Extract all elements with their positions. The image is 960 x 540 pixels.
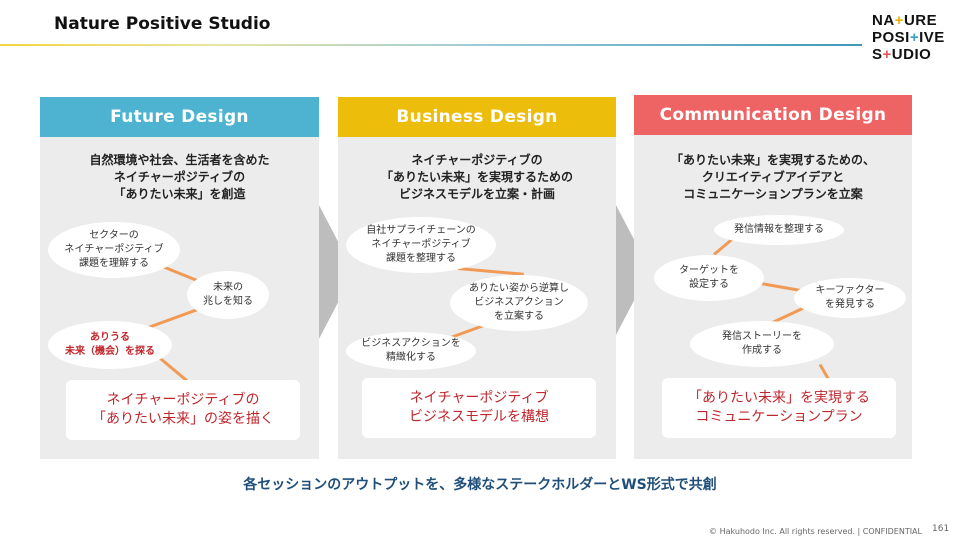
panel-description-text: 「ありたい未来」を実現するための、 クリエイティブアイデアと コミュニケーション…: [670, 153, 875, 201]
arrow-right-icon: [606, 186, 650, 354]
step-bubble: 未来の 兆しを知る: [187, 271, 269, 319]
copyright-notice: © Hakuhodo Inc. All rights reserved. | C…: [709, 527, 922, 536]
future-design-panel: Future Design 自然環境や社会、生活者を含めた ネイチャーポジティブ…: [40, 97, 319, 459]
panel-title: Communication Design: [634, 95, 912, 135]
business-design-panel: Business Design ネイチャーポジティブの 「ありたい未来」を実現す…: [338, 97, 616, 459]
step-bubble: キーファクター を発見する: [794, 278, 906, 318]
page-number: 161: [932, 524, 950, 534]
arrow-right-icon: [310, 188, 354, 356]
page-title: Nature Positive Studio: [54, 14, 271, 34]
step-bubble: 発信ストーリーを 作成する: [690, 321, 834, 367]
panel-title: Future Design: [40, 97, 319, 137]
step-bubble: 自社サプライチェーンの ネイチャーポジティブ 課題を整理する: [346, 217, 496, 273]
panel-description-text: 自然環境や社会、生活者を含めた ネイチャーポジティブの 「ありたい未来」を創造: [89, 153, 270, 201]
panel-description-text: ネイチャーポジティブの 「ありたい未来」を実現するための ビジネスモデルを立案・…: [380, 153, 573, 201]
panel-description: 「ありたい未来」を実現するための、 クリエイティブアイデアと コミュニケーション…: [634, 152, 912, 203]
step-bubble: ありうる 未来（機会）を探る: [48, 321, 172, 369]
panel-description: 自然環境や社会、生活者を含めた ネイチャーポジティブの 「ありたい未来」を創造: [40, 152, 319, 203]
output-box: ネイチャーポジティブの 「ありたい未来」の姿を描く: [66, 380, 300, 440]
output-box: ネイチャーポジティブ ビジネスモデルを構想: [362, 378, 596, 438]
step-bubble: ターゲットを 設定する: [654, 255, 764, 301]
header-divider: [0, 44, 862, 46]
step-bubble: ビジネスアクションを 精緻化する: [346, 332, 476, 370]
panel-title: Business Design: [338, 97, 616, 137]
output-box: 「ありたい未来」を実現する コミュニケーションプラン: [662, 378, 896, 438]
summary-message: 各セッションのアウトプットを、多様なステークホルダーとWS形式で共創: [243, 477, 717, 493]
step-bubble: ありたい姿から逆算し ビジネスアクション を立案する: [450, 275, 588, 331]
communication-design-panel: Communication Design 「ありたい未来」を実現するための、 ク…: [634, 95, 912, 459]
step-bubble: 発信情報を整理する: [714, 215, 844, 245]
panel-description: ネイチャーポジティブの 「ありたい未来」を実現するための ビジネスモデルを立案・…: [338, 152, 616, 203]
nature-positive-studio-logo: NA+URE POSI+IVE S+UDIO: [872, 12, 945, 63]
step-bubble: セクターの ネイチャーポジティブ 課題を理解する: [48, 222, 180, 278]
